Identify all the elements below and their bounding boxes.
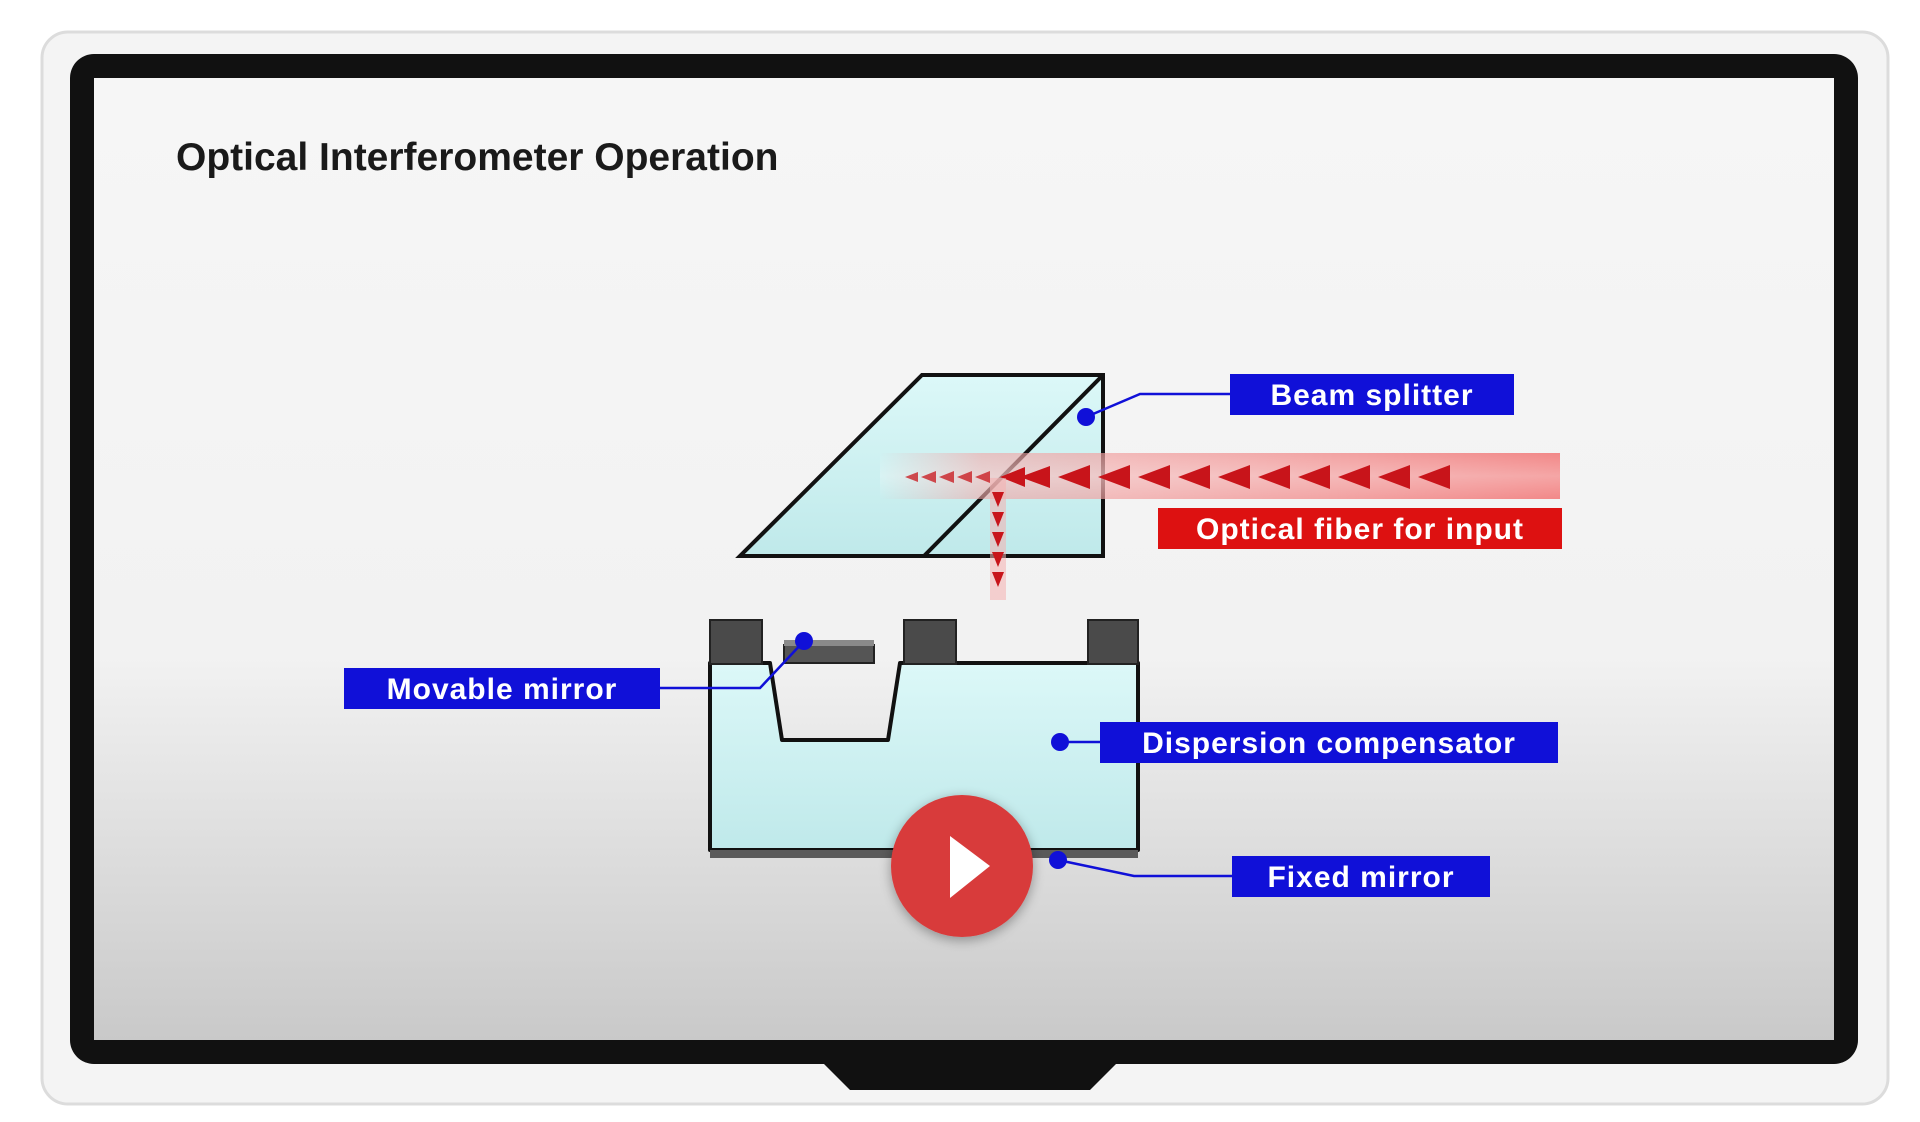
label-optical-fiber-text: Optical fiber for input [1196,513,1524,546]
label-movable-mirror-text: Movable mirror [387,673,618,706]
callout-dots [795,408,1095,869]
label-beam-splitter-text: Beam splitter [1270,379,1473,412]
label-dispersion-compensator-text: Dispersion compensator [1142,727,1516,760]
label-fixed-mirror: Fixed mirror [1232,856,1490,897]
slide-title: Optical Interferometer Operation [176,136,778,179]
electrode-blocks [709,619,1139,665]
label-fixed-mirror-text: Fixed mirror [1267,861,1454,894]
label-movable-mirror: Movable mirror [344,668,660,709]
play-icon [950,836,990,898]
monitor-stand-notch [820,1060,1120,1090]
label-optical-fiber: Optical fiber for input [1158,508,1562,549]
play-button[interactable] [891,795,1033,937]
input-beam-arrows [1000,465,1450,489]
reflected-beam [990,478,1006,600]
transmitted-beam-arrows [905,471,990,483]
label-dispersion-compensator: Dispersion compensator [1100,722,1558,763]
label-beam-splitter: Beam splitter [1230,374,1514,415]
